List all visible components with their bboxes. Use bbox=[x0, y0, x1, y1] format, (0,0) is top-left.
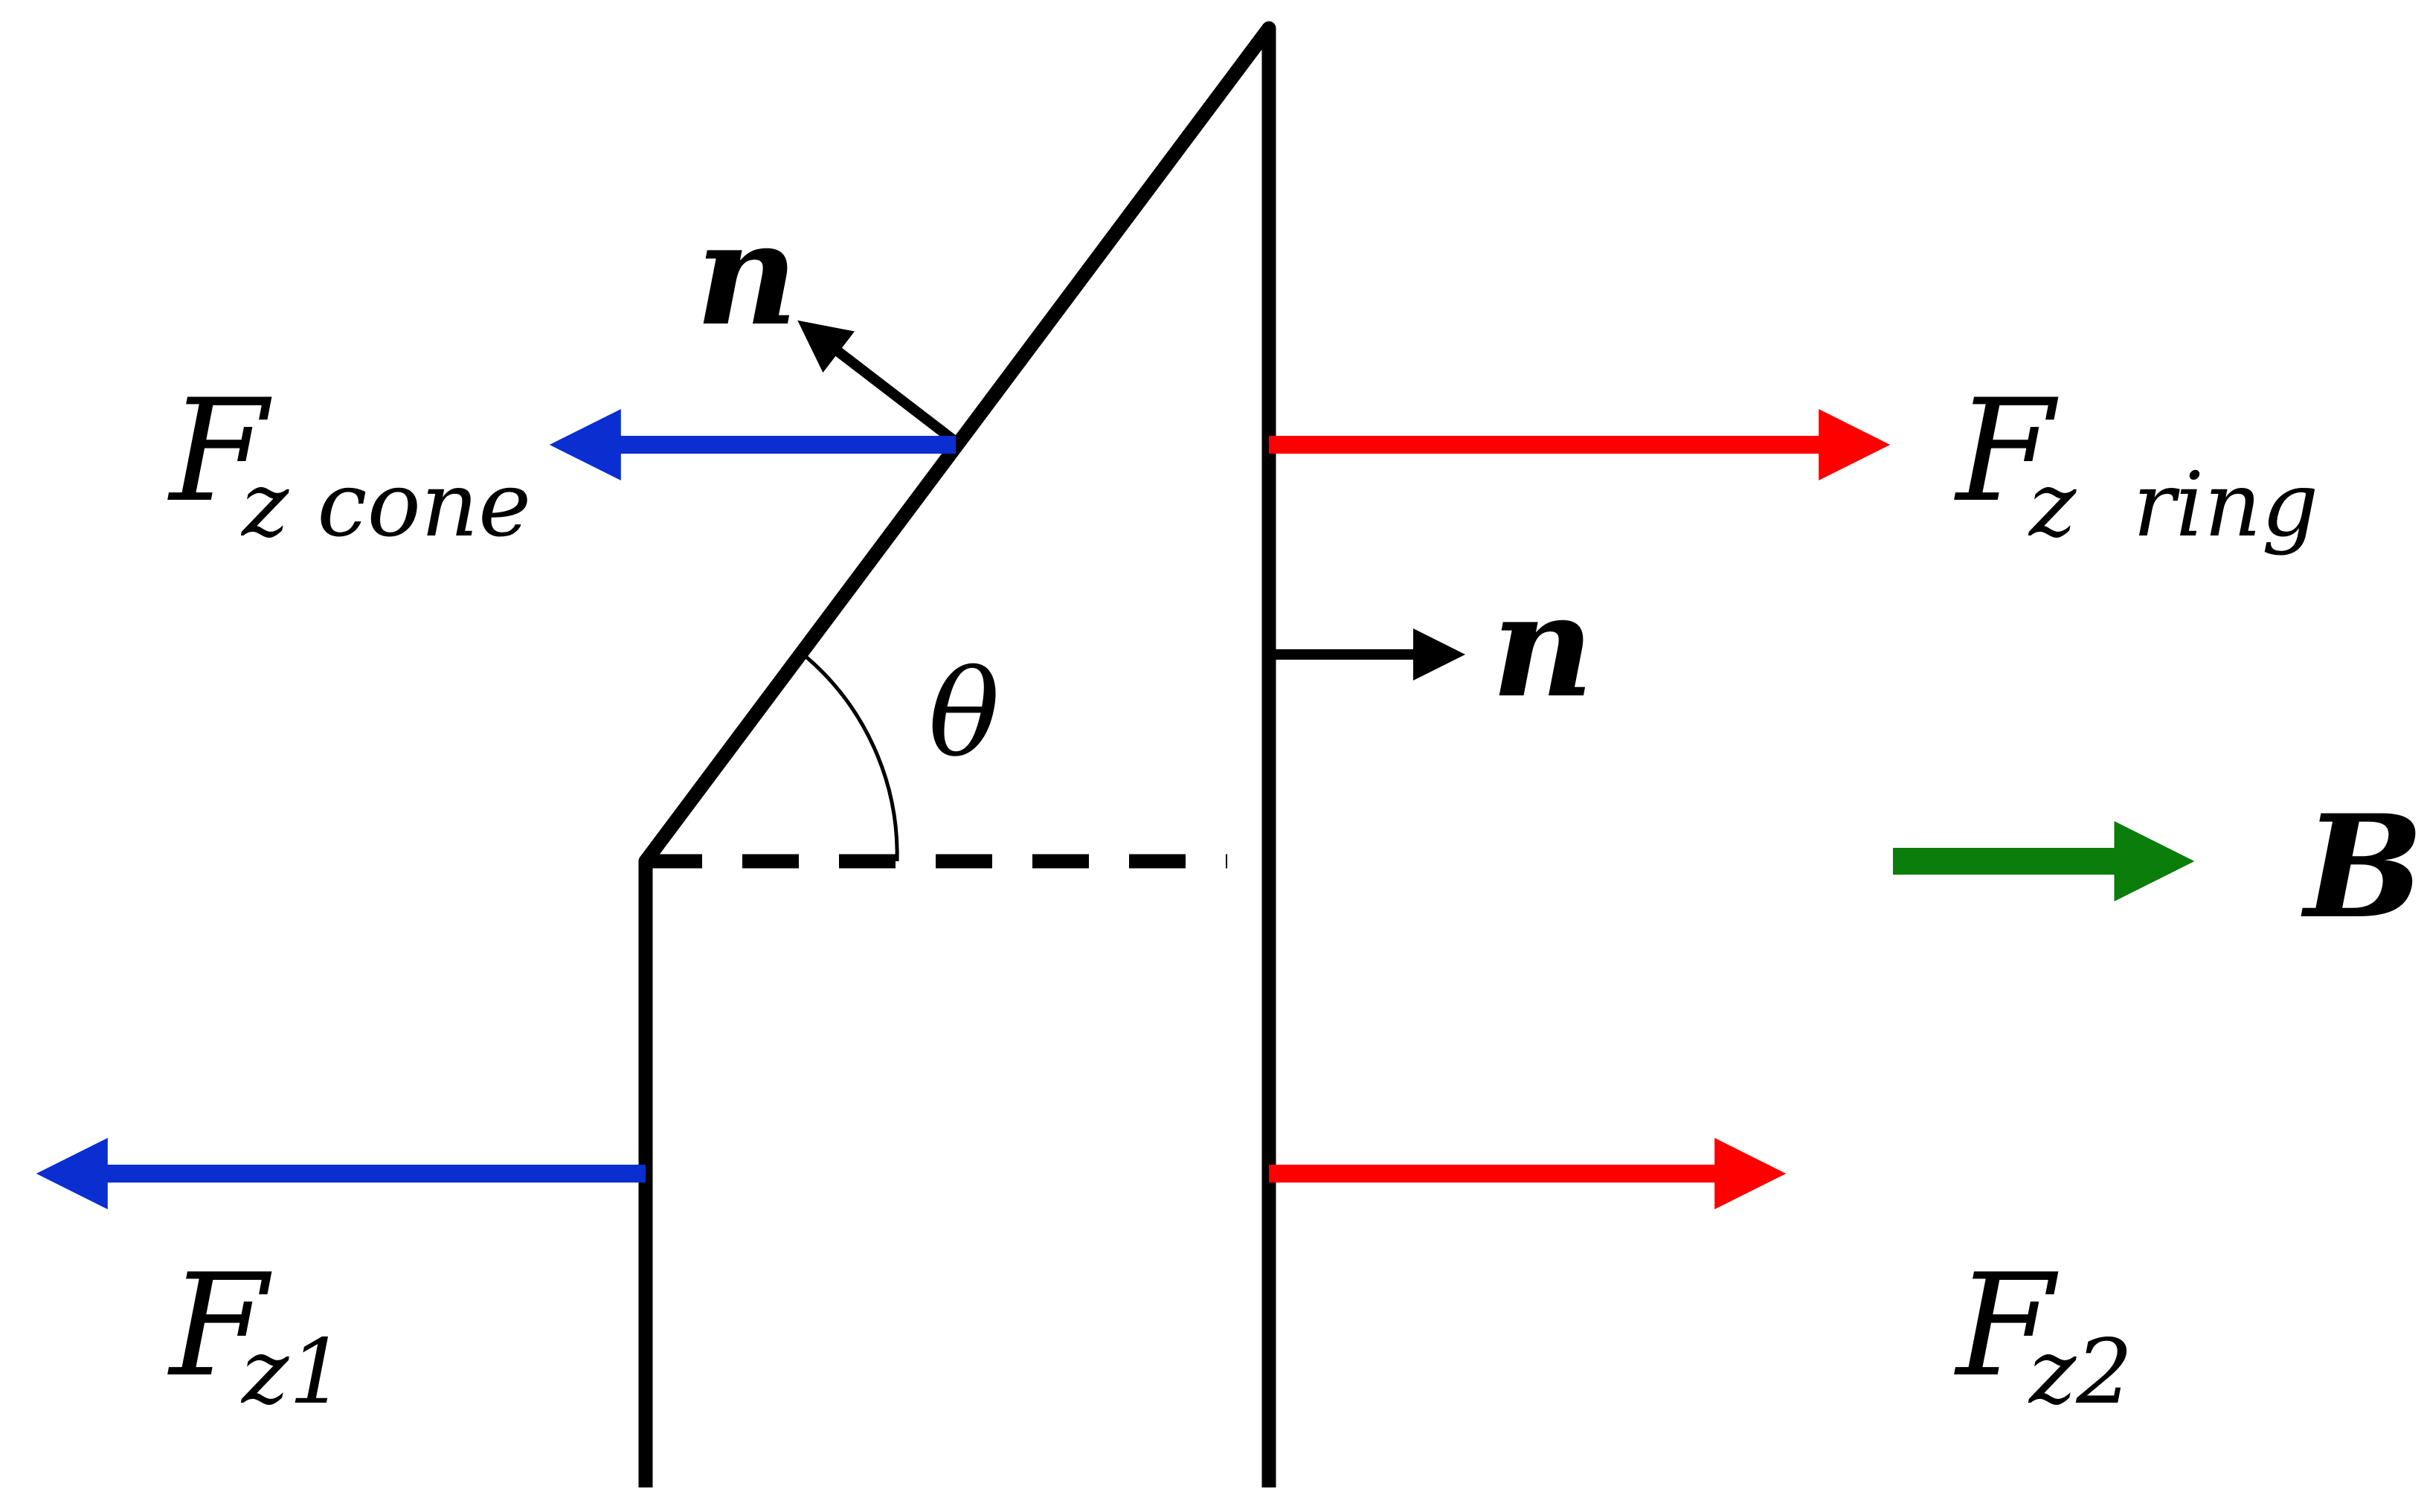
svg-text:z1: z1 bbox=[240, 1321, 346, 1424]
label-field-b: B bbox=[2301, 784, 2424, 950]
label-force-ring: F z ring bbox=[1954, 369, 2318, 557]
svg-text:F: F bbox=[167, 1244, 272, 1408]
svg-text:z cone: z cone bbox=[240, 454, 531, 557]
normal-arrow-cone bbox=[797, 320, 959, 446]
svg-text:z ring: z ring bbox=[2028, 454, 2318, 557]
theta-arc bbox=[802, 653, 899, 862]
cone-surface bbox=[638, 21, 1276, 869]
label-normal-cone: n bbox=[695, 191, 798, 357]
label-force-cone: F z cone bbox=[167, 369, 531, 557]
label-force-z2: F z2 bbox=[1954, 1244, 2133, 1424]
svg-text:z2: z2 bbox=[2028, 1321, 2133, 1424]
svg-text:F: F bbox=[167, 369, 272, 533]
label-theta: θ bbox=[928, 644, 1000, 783]
svg-text:F: F bbox=[1954, 369, 2059, 533]
svg-text:F: F bbox=[1954, 1244, 2059, 1408]
label-force-z1: F z1 bbox=[167, 1244, 346, 1424]
label-normal-ring: n bbox=[1491, 563, 1594, 729]
